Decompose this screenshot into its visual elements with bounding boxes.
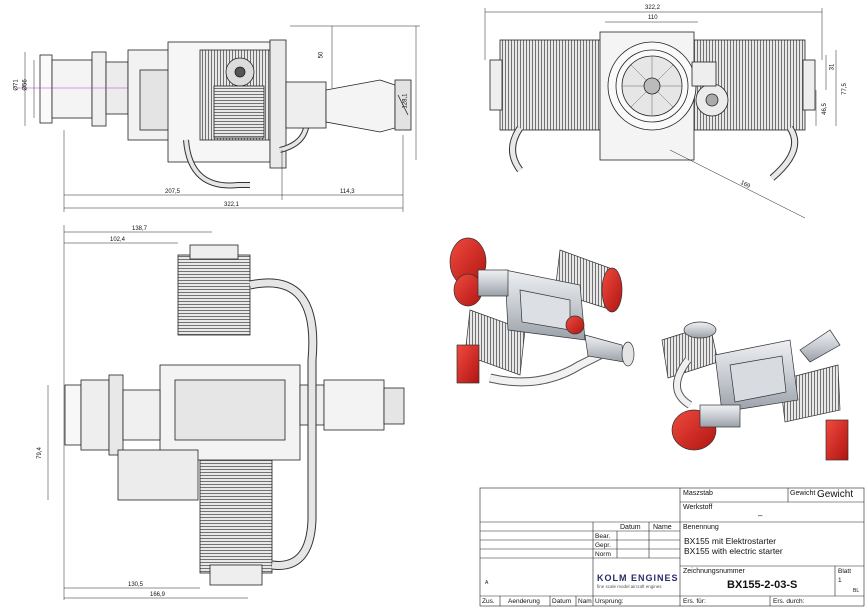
dim-front-width-total: 322,2 <box>645 5 661 11</box>
dim-side-d-outer: Ø71 <box>13 79 20 91</box>
drawing-number: BX155-2-03-S <box>727 579 798 591</box>
top-view <box>47 225 405 600</box>
dim-top-left-height: 79,4 <box>36 447 43 459</box>
title-block-grid <box>479 487 865 607</box>
dim-top-b: 102,4 <box>110 237 126 243</box>
bear-label: Bear. <box>595 533 611 540</box>
ursprung-label: Ursprung: <box>595 598 624 605</box>
dim-top-bottom-b: 166,9 <box>150 592 166 598</box>
ers-fuer-label: Ers. für: <box>683 598 706 605</box>
name-label: Name <box>653 524 672 531</box>
dim-side-d-inner: Ø56 <box>22 79 29 91</box>
datum2-label: Datum <box>552 598 572 605</box>
dim-side-len-left: 207,5 <box>165 189 181 195</box>
company-logo: KOLM ENGINES <box>597 573 679 583</box>
dim-side-height-top: 50 <box>318 51 325 59</box>
iso-view-rear <box>661 321 849 461</box>
dim-side-len-right: 114,3 <box>340 189 355 195</box>
dim-top-bottom-a: 130,5 <box>128 582 144 588</box>
benennung-line1: BX155 mit Elektrostarter <box>684 536 777 546</box>
dim-front-right-c: 46,5 <box>821 103 828 115</box>
small-mark: A <box>485 580 489 586</box>
norm-label: Norm <box>595 551 611 558</box>
werkstoff-label: Werkstoff <box>683 504 713 511</box>
company-tagline: fine scale model aircraft engines <box>597 584 662 589</box>
massstab-label: Maszstab <box>683 490 713 497</box>
blatt-value: 1 <box>838 577 842 584</box>
dim-side-len-total: 322,1 <box>224 202 240 208</box>
dim-side-height-total: 128,1 <box>402 93 409 109</box>
zeichnungsnummer-label: Zeichnungsnummer <box>683 568 745 575</box>
blatt-total: BL <box>853 588 860 594</box>
zus-label: Zus. <box>482 598 495 605</box>
nam-label: Nam <box>578 598 592 605</box>
dim-front-right-a: 31 <box>829 63 836 71</box>
dim-front-width-center: 110 <box>648 15 658 21</box>
benennung-line2: BX155 with electric starter <box>684 546 783 556</box>
datum-label: Datum <box>620 524 641 531</box>
front-view <box>484 8 837 219</box>
dim-top-a: 138,7 <box>132 226 148 232</box>
blatt-label: Blatt <box>838 568 852 575</box>
ers-durch-label: Ers. durch: <box>773 598 805 605</box>
dim-front-right-b: 77,5 <box>841 83 848 95</box>
gewicht-value: Gewicht <box>817 489 854 500</box>
aenderung-label: Aenderung <box>508 598 540 605</box>
side-view <box>18 25 420 212</box>
gewicht-label: Gewicht <box>790 490 816 497</box>
benennung-label: Benennung <box>683 524 719 531</box>
gepr-label: Gepr. <box>595 542 611 549</box>
iso-view-front <box>449 237 635 387</box>
werkstoff-value: – <box>758 511 763 520</box>
